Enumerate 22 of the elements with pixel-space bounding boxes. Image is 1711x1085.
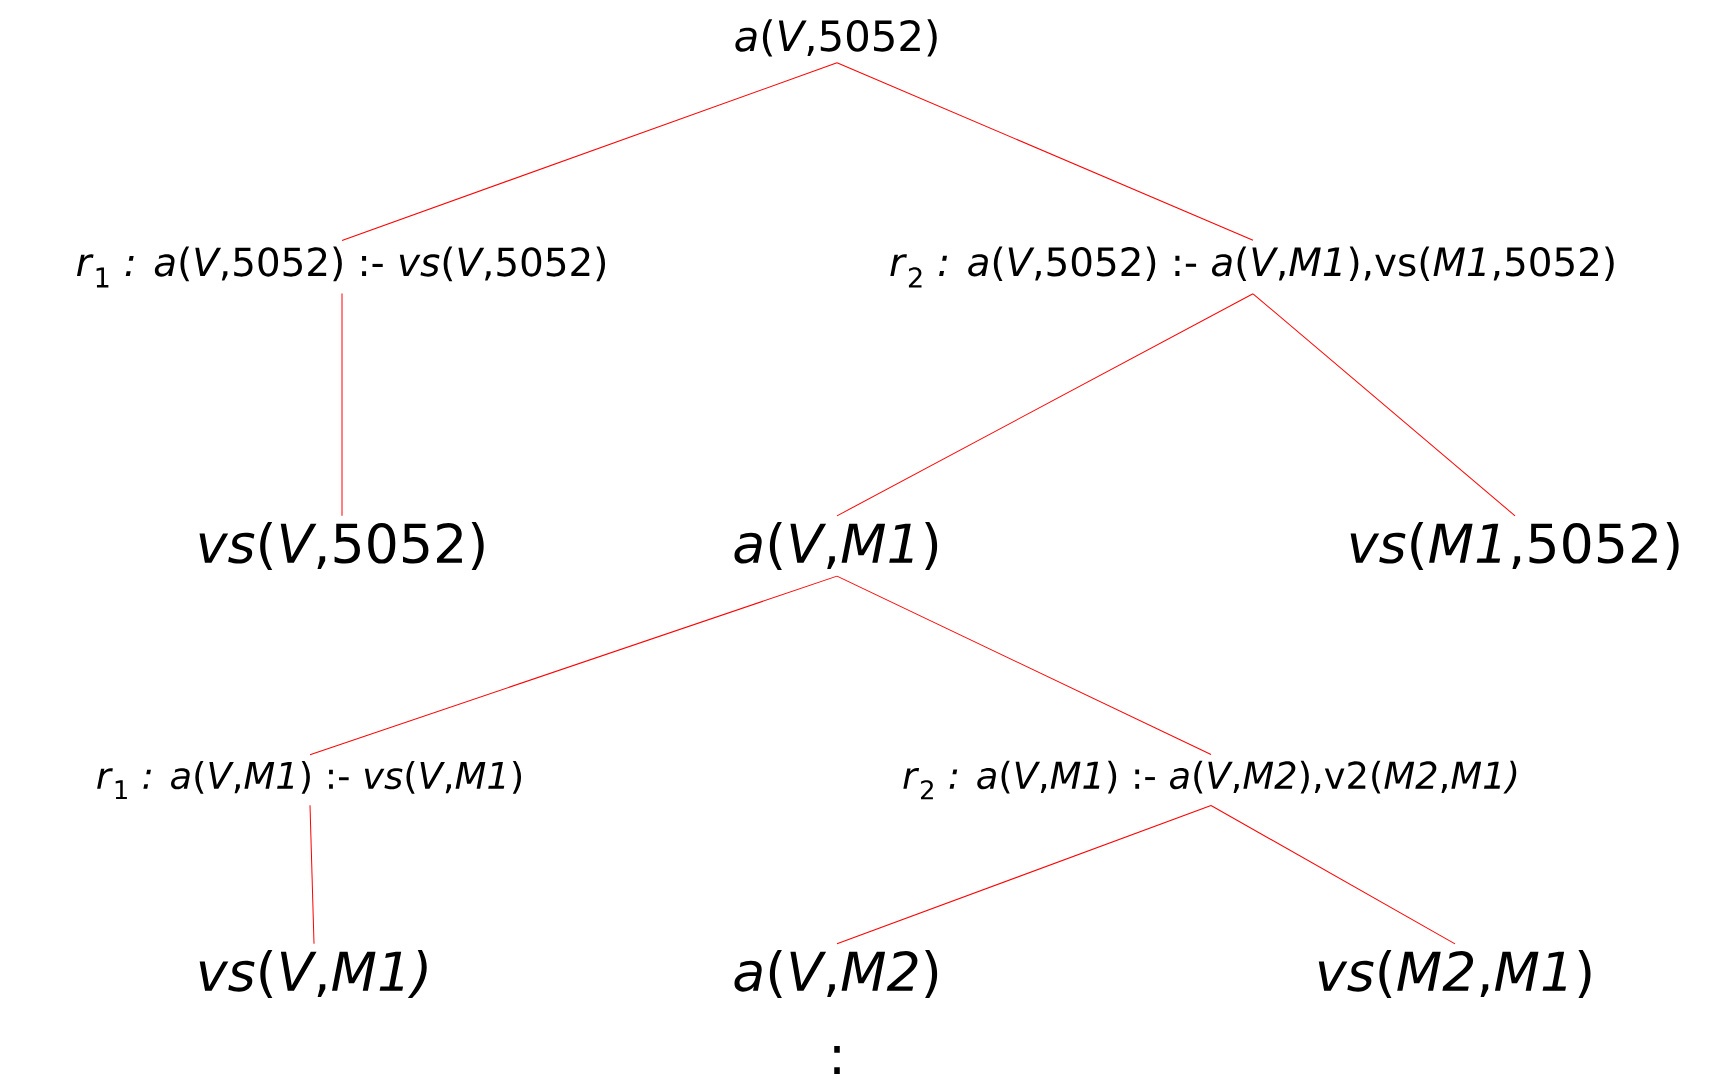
rule-text: r$_{1}$ : a(V,5052) :- vs(V,5052) [76, 246, 606, 288]
tree-line [836, 293, 1254, 517]
tree-line [1210, 805, 1456, 945]
term-text: vs(M1,5052) [1350, 522, 1679, 570]
tree-line [1252, 293, 1516, 517]
continuation-dots: : [834, 1046, 840, 1074]
tree-line [309, 575, 838, 756]
tree-line [836, 805, 1212, 945]
term-text: vs(V,5052) [199, 522, 484, 570]
rule-text: r$_{1}$ : a(V,M1) :- vs(V,M1) [97, 760, 522, 800]
tree-line [836, 62, 1254, 241]
rule-text: r$_{2}$ : a(V,M1) :- a(V,M2),v2(M2,M1) [903, 760, 1517, 800]
tree-line [836, 575, 1212, 755]
tree-line [309, 804, 315, 945]
term-text: vs(M2,M1) [1318, 950, 1591, 998]
term-text: a(V,M1) [734, 522, 938, 570]
term-text: a(V,5052) [735, 19, 937, 57]
term-text: a(V,M2) [734, 950, 938, 998]
tree-line [341, 293, 343, 517]
rule-text: r$_{2}$ : a(V,5052) :- a(V,M1),vs(M1,5052) [890, 246, 1614, 288]
term-text: vs(V,M1) [199, 950, 427, 998]
tree-line [341, 62, 838, 241]
